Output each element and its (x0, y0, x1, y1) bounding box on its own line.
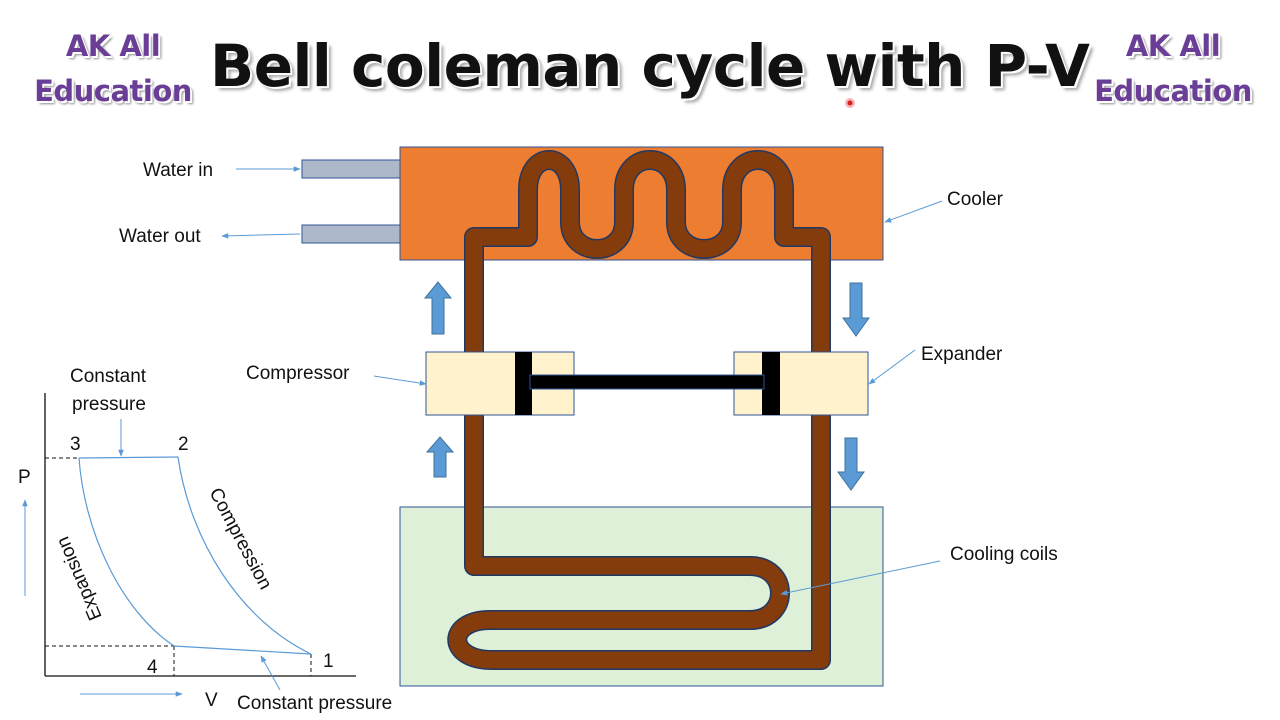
pv-diagram: P V Constant pressure Constant pressure … (18, 366, 392, 714)
compressor-label: Compressor (246, 363, 350, 384)
pv-point-3: 3 (70, 434, 81, 455)
pv-constant-pressure-bottom (173, 645, 312, 655)
brand-logo-left: AK All Education (28, 24, 198, 114)
pv-point-2: 2 (178, 434, 189, 455)
expander-piston (762, 352, 780, 415)
page-title: Bell coleman cycle with P-V (210, 32, 1090, 100)
pv-point-4: 4 (147, 657, 158, 678)
pv-constant-pressure-top-label-2: pressure (72, 394, 146, 415)
pv-compression-curve (177, 456, 312, 655)
pv-expansion-curve (78, 457, 175, 647)
brand-line1: AK All (1125, 29, 1221, 63)
label-pointers (221, 166, 943, 596)
brand-logo-right: AK All Education (1088, 24, 1258, 114)
water-in-pipe (301, 159, 401, 179)
flow-arrow-up-icon (425, 436, 455, 478)
water-in-label: Water in (143, 160, 213, 181)
expander-label: Expander (921, 344, 1003, 365)
pv-compression-label: Compression (205, 484, 276, 593)
water-out-label: Water out (119, 226, 201, 247)
flow-arrow-down-icon (842, 282, 870, 337)
cooling-coils-label: Cooling coils (950, 544, 1058, 565)
brand-line2: Education (1094, 74, 1252, 108)
flow-arrows (423, 281, 870, 491)
pv-axis-v-label: V (205, 690, 218, 711)
pv-constant-pressure-bottom-label: Constant pressure (237, 693, 392, 714)
pv-constant-pressure-top-label-1: Constant (70, 366, 147, 387)
flow-arrow-up-icon (423, 281, 453, 335)
refrigerant-pipe (447, 150, 831, 670)
cursor-dot-icon (845, 98, 855, 108)
cooler-label: Cooler (947, 189, 1004, 210)
compressor-piston (515, 352, 532, 415)
brand-line1: AK All (65, 29, 161, 63)
flow-arrow-down-icon (837, 437, 865, 491)
water-out-pipe (301, 224, 401, 244)
pv-expansion-label: Expansion (53, 533, 107, 623)
pv-axis-p-label: P (18, 467, 31, 488)
pv-point-1: 1 (323, 651, 334, 672)
brand-line2: Education (34, 74, 192, 108)
piston-rod (529, 374, 765, 390)
pv-constant-pressure-top (78, 456, 179, 459)
